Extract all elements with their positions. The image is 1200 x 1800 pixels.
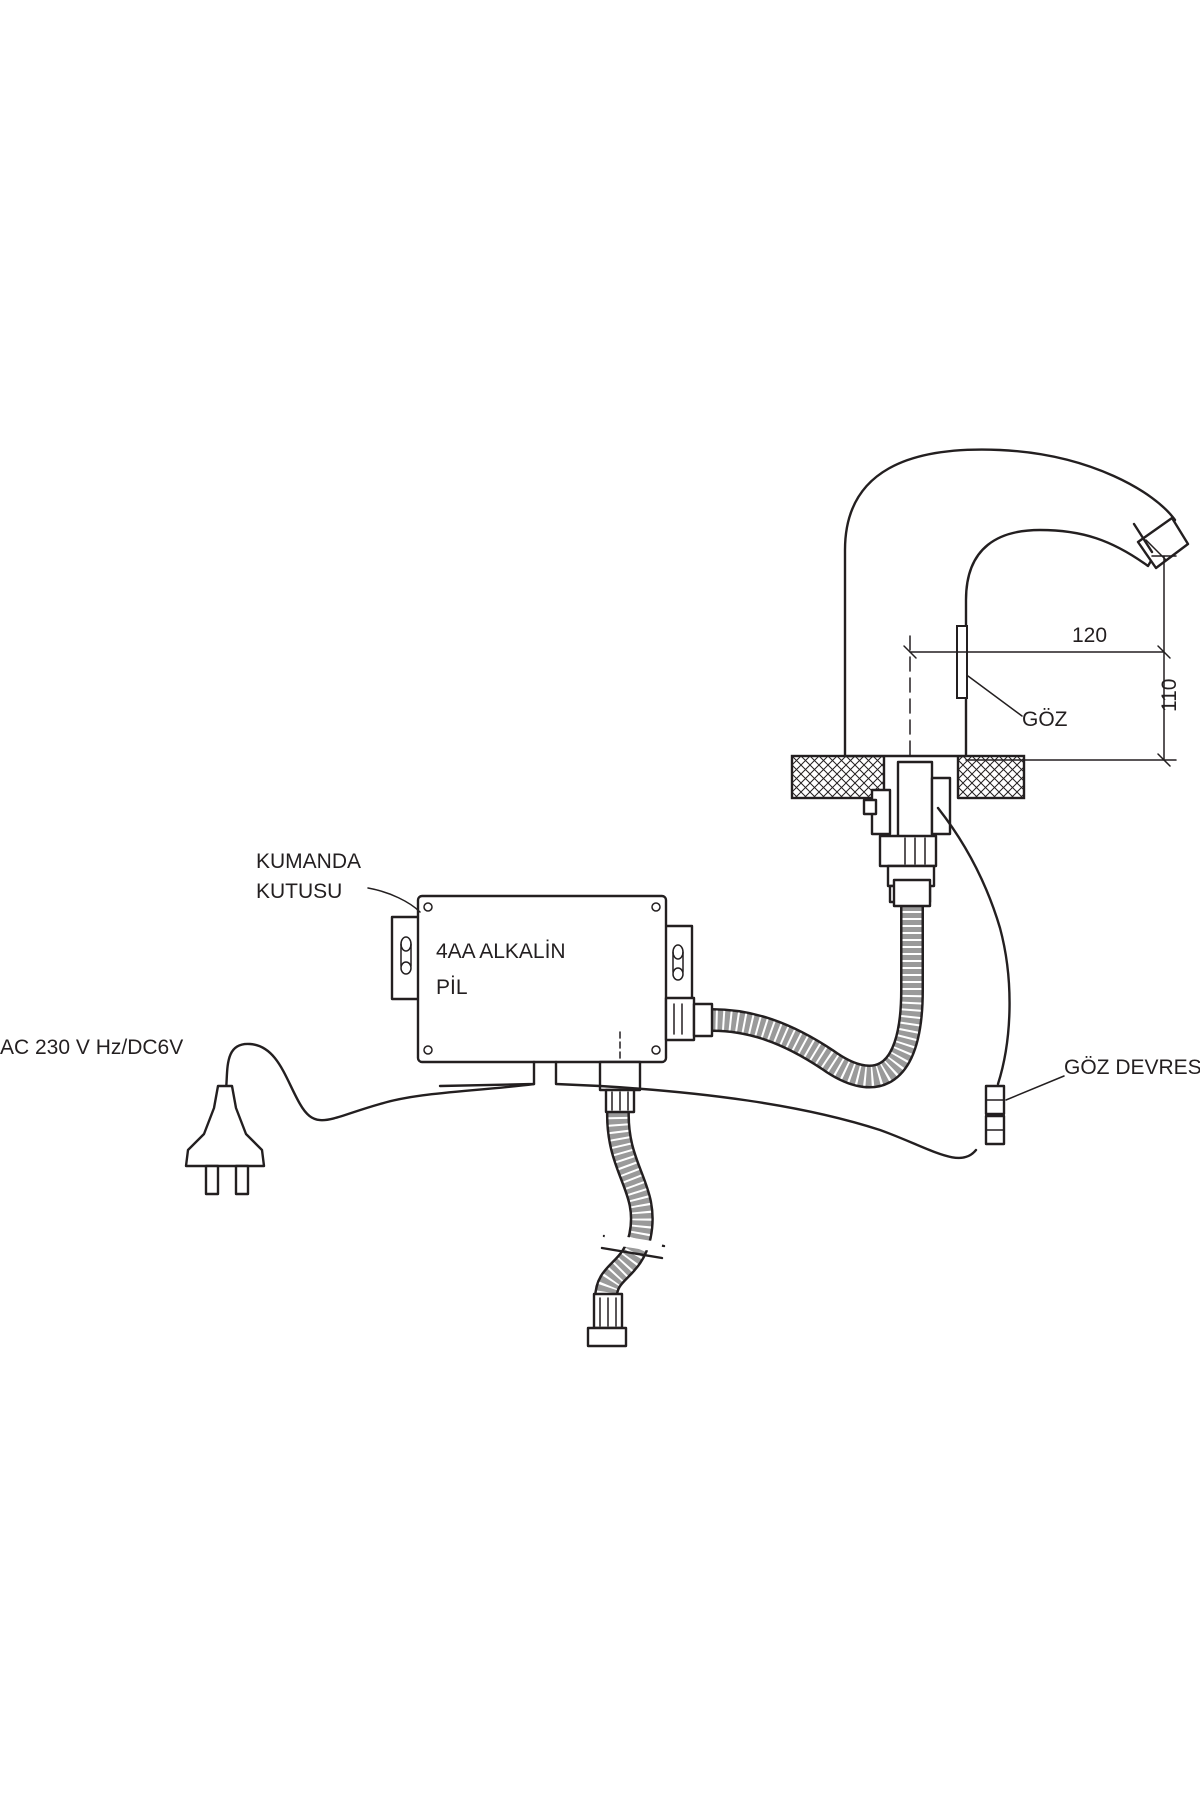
control-box-label-line1: KUMANDA: [256, 850, 361, 873]
sensor-circuit-label: GÖZ DEVRESİ: [1064, 1056, 1200, 1079]
sensor-eye: [956, 625, 968, 699]
battery-label-line2: PİL: [436, 976, 468, 999]
sensor-leader-line: [967, 675, 1023, 717]
supply-hose-to-faucet: [711, 878, 932, 1089]
control-box-label-line2: KUTUSU: [256, 880, 342, 903]
sensor-connector: [984, 1084, 1006, 1146]
mount-slot-left: [400, 936, 412, 975]
control-box-leader-line: [367, 887, 421, 913]
dim-width-label: 120: [1072, 624, 1107, 647]
sensor-label: GÖZ: [1022, 708, 1068, 731]
dimension-lines: [903, 555, 1177, 767]
sensor-circuit-cable: [598, 1084, 978, 1160]
power-cable: [224, 1042, 536, 1122]
control-box: [390, 894, 714, 1114]
sensor-circuit-leader-line: [1005, 1075, 1065, 1101]
faucet: 120 110 GÖZ: [790, 448, 1190, 904]
inlet-hose: [586, 1109, 666, 1348]
power-label: AC 230 V Hz/DC6V: [0, 1036, 183, 1059]
sensor-cable-to-faucet: [936, 806, 1011, 1086]
spout-body: [843, 448, 1177, 758]
battery-label-line1: 4AA ALKALİN: [436, 940, 566, 963]
power-plug: [184, 1084, 266, 1196]
dim-height-label: 110: [1158, 679, 1181, 712]
mount-slot-right: [672, 944, 684, 981]
faucet-shank: [862, 760, 952, 904]
